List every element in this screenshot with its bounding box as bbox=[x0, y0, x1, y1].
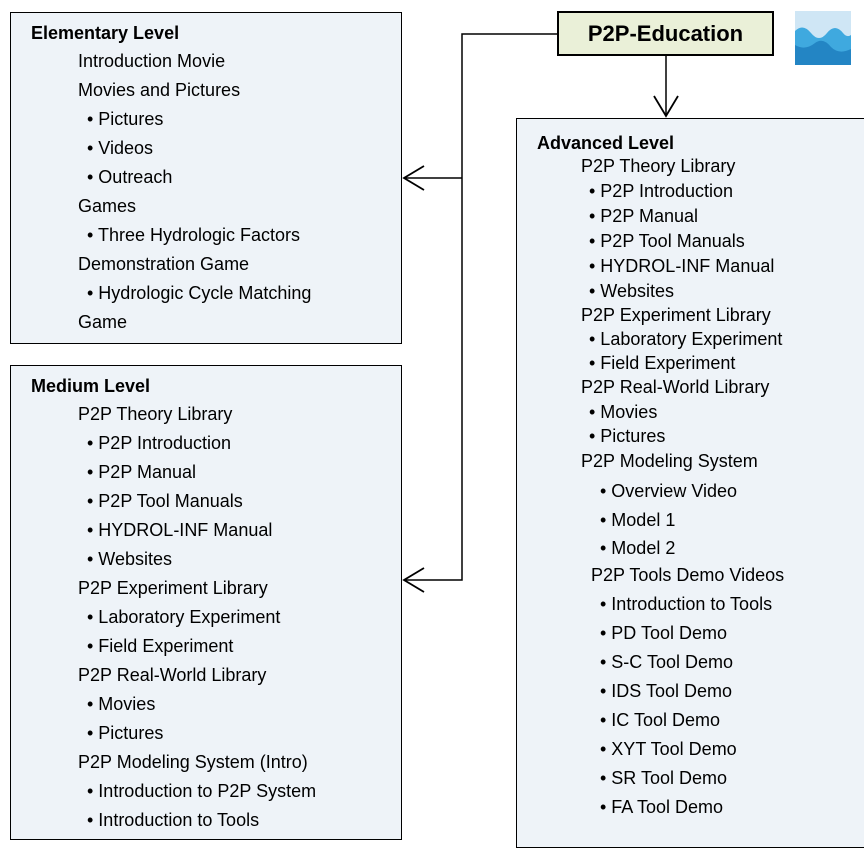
advanced-line: • S-C Tool Demo bbox=[600, 652, 734, 672]
elementary-line: Demonstration Game bbox=[78, 254, 250, 274]
advanced-line: • XYT Tool Demo bbox=[600, 739, 737, 759]
advanced-line: P2P Tools Demo Videos bbox=[591, 565, 785, 585]
advanced-level-box: Advanced Level P2P Theory Library • P2P … bbox=[516, 118, 864, 848]
root-label: P2P-Education bbox=[587, 20, 744, 46]
elementary-line: Games bbox=[78, 196, 137, 216]
advanced-line: • PD Tool Demo bbox=[600, 623, 728, 643]
medium-line: • Laboratory Experiment bbox=[87, 607, 281, 627]
elementary-arrow-icon bbox=[402, 165, 425, 191]
medium-level-box: Medium Level P2P Theory Library • P2P In… bbox=[10, 365, 402, 840]
advanced-level-title: Advanced Level bbox=[537, 133, 675, 153]
advanced-line: • P2P Manual bbox=[589, 206, 699, 226]
advanced-line: • IDS Tool Demo bbox=[600, 681, 733, 701]
advanced-line: • Overview Video bbox=[600, 481, 738, 501]
advanced-arrow-icon bbox=[653, 95, 679, 118]
elementary-line: Movies and Pictures bbox=[78, 80, 241, 100]
advanced-line: • Introduction to Tools bbox=[600, 594, 773, 614]
medium-line: P2P Modeling System (Intro) bbox=[78, 752, 308, 772]
advanced-line: • FA Tool Demo bbox=[600, 797, 724, 817]
advanced-line: • Websites bbox=[589, 281, 674, 301]
medium-line: • P2P Introduction bbox=[87, 433, 232, 453]
advanced-line: P2P Theory Library bbox=[581, 156, 736, 176]
medium-line: • Movies bbox=[87, 694, 156, 714]
elementary-line: Introduction Movie bbox=[78, 51, 226, 71]
landscape-logo-icon bbox=[795, 11, 851, 65]
advanced-line: • Model 1 bbox=[600, 510, 676, 530]
advanced-line: • IC Tool Demo bbox=[600, 710, 721, 730]
advanced-line: • HYDROL-INF Manual bbox=[589, 256, 775, 276]
elementary-line: • Three Hydrologic Factors bbox=[87, 225, 301, 245]
medium-line: • Introduction to Tools bbox=[87, 810, 260, 830]
advanced-line: • Field Experiment bbox=[589, 353, 736, 373]
elementary-level-title: Elementary Level bbox=[31, 23, 180, 43]
advanced-line: P2P Modeling System bbox=[581, 451, 758, 471]
advanced-line: • Laboratory Experiment bbox=[589, 329, 783, 349]
root-to-trunk-line bbox=[404, 33, 557, 581]
advanced-line: • P2P Tool Manuals bbox=[589, 231, 745, 251]
medium-line: P2P Real-World Library bbox=[78, 665, 267, 685]
advanced-line: P2P Real-World Library bbox=[581, 377, 770, 397]
medium-line: • P2P Tool Manuals bbox=[87, 491, 243, 511]
elementary-line: • Pictures bbox=[87, 109, 164, 129]
medium-line: • P2P Manual bbox=[87, 462, 197, 482]
advanced-line: • SR Tool Demo bbox=[600, 768, 728, 788]
elementary-line: Game bbox=[78, 312, 128, 332]
advanced-line: P2P Experiment Library bbox=[581, 305, 771, 325]
advanced-line: • Movies bbox=[589, 402, 658, 422]
medium-line: • Introduction to P2P System bbox=[87, 781, 317, 801]
medium-line: • Pictures bbox=[87, 723, 164, 743]
advanced-line: • P2P Introduction bbox=[589, 181, 734, 201]
medium-line: • HYDROL-INF Manual bbox=[87, 520, 273, 540]
medium-level-title: Medium Level bbox=[31, 376, 151, 396]
advanced-line: • Pictures bbox=[589, 426, 666, 446]
elementary-line: • Videos bbox=[87, 138, 154, 158]
elementary-level-box: Elementary Level Introduction Movie Movi… bbox=[10, 12, 402, 344]
elementary-line: • Outreach bbox=[87, 167, 173, 187]
connector-lines bbox=[402, 33, 679, 593]
medium-line: • Field Experiment bbox=[87, 636, 234, 656]
advanced-line: • Model 2 bbox=[600, 538, 676, 558]
elementary-line: • Hydrologic Cycle Matching bbox=[87, 283, 312, 303]
medium-line: P2P Experiment Library bbox=[78, 578, 268, 598]
root-node: P2P-Education bbox=[557, 11, 774, 56]
medium-line: P2P Theory Library bbox=[78, 404, 233, 424]
medium-arrow-icon bbox=[402, 567, 425, 593]
medium-line: • Websites bbox=[87, 549, 172, 569]
